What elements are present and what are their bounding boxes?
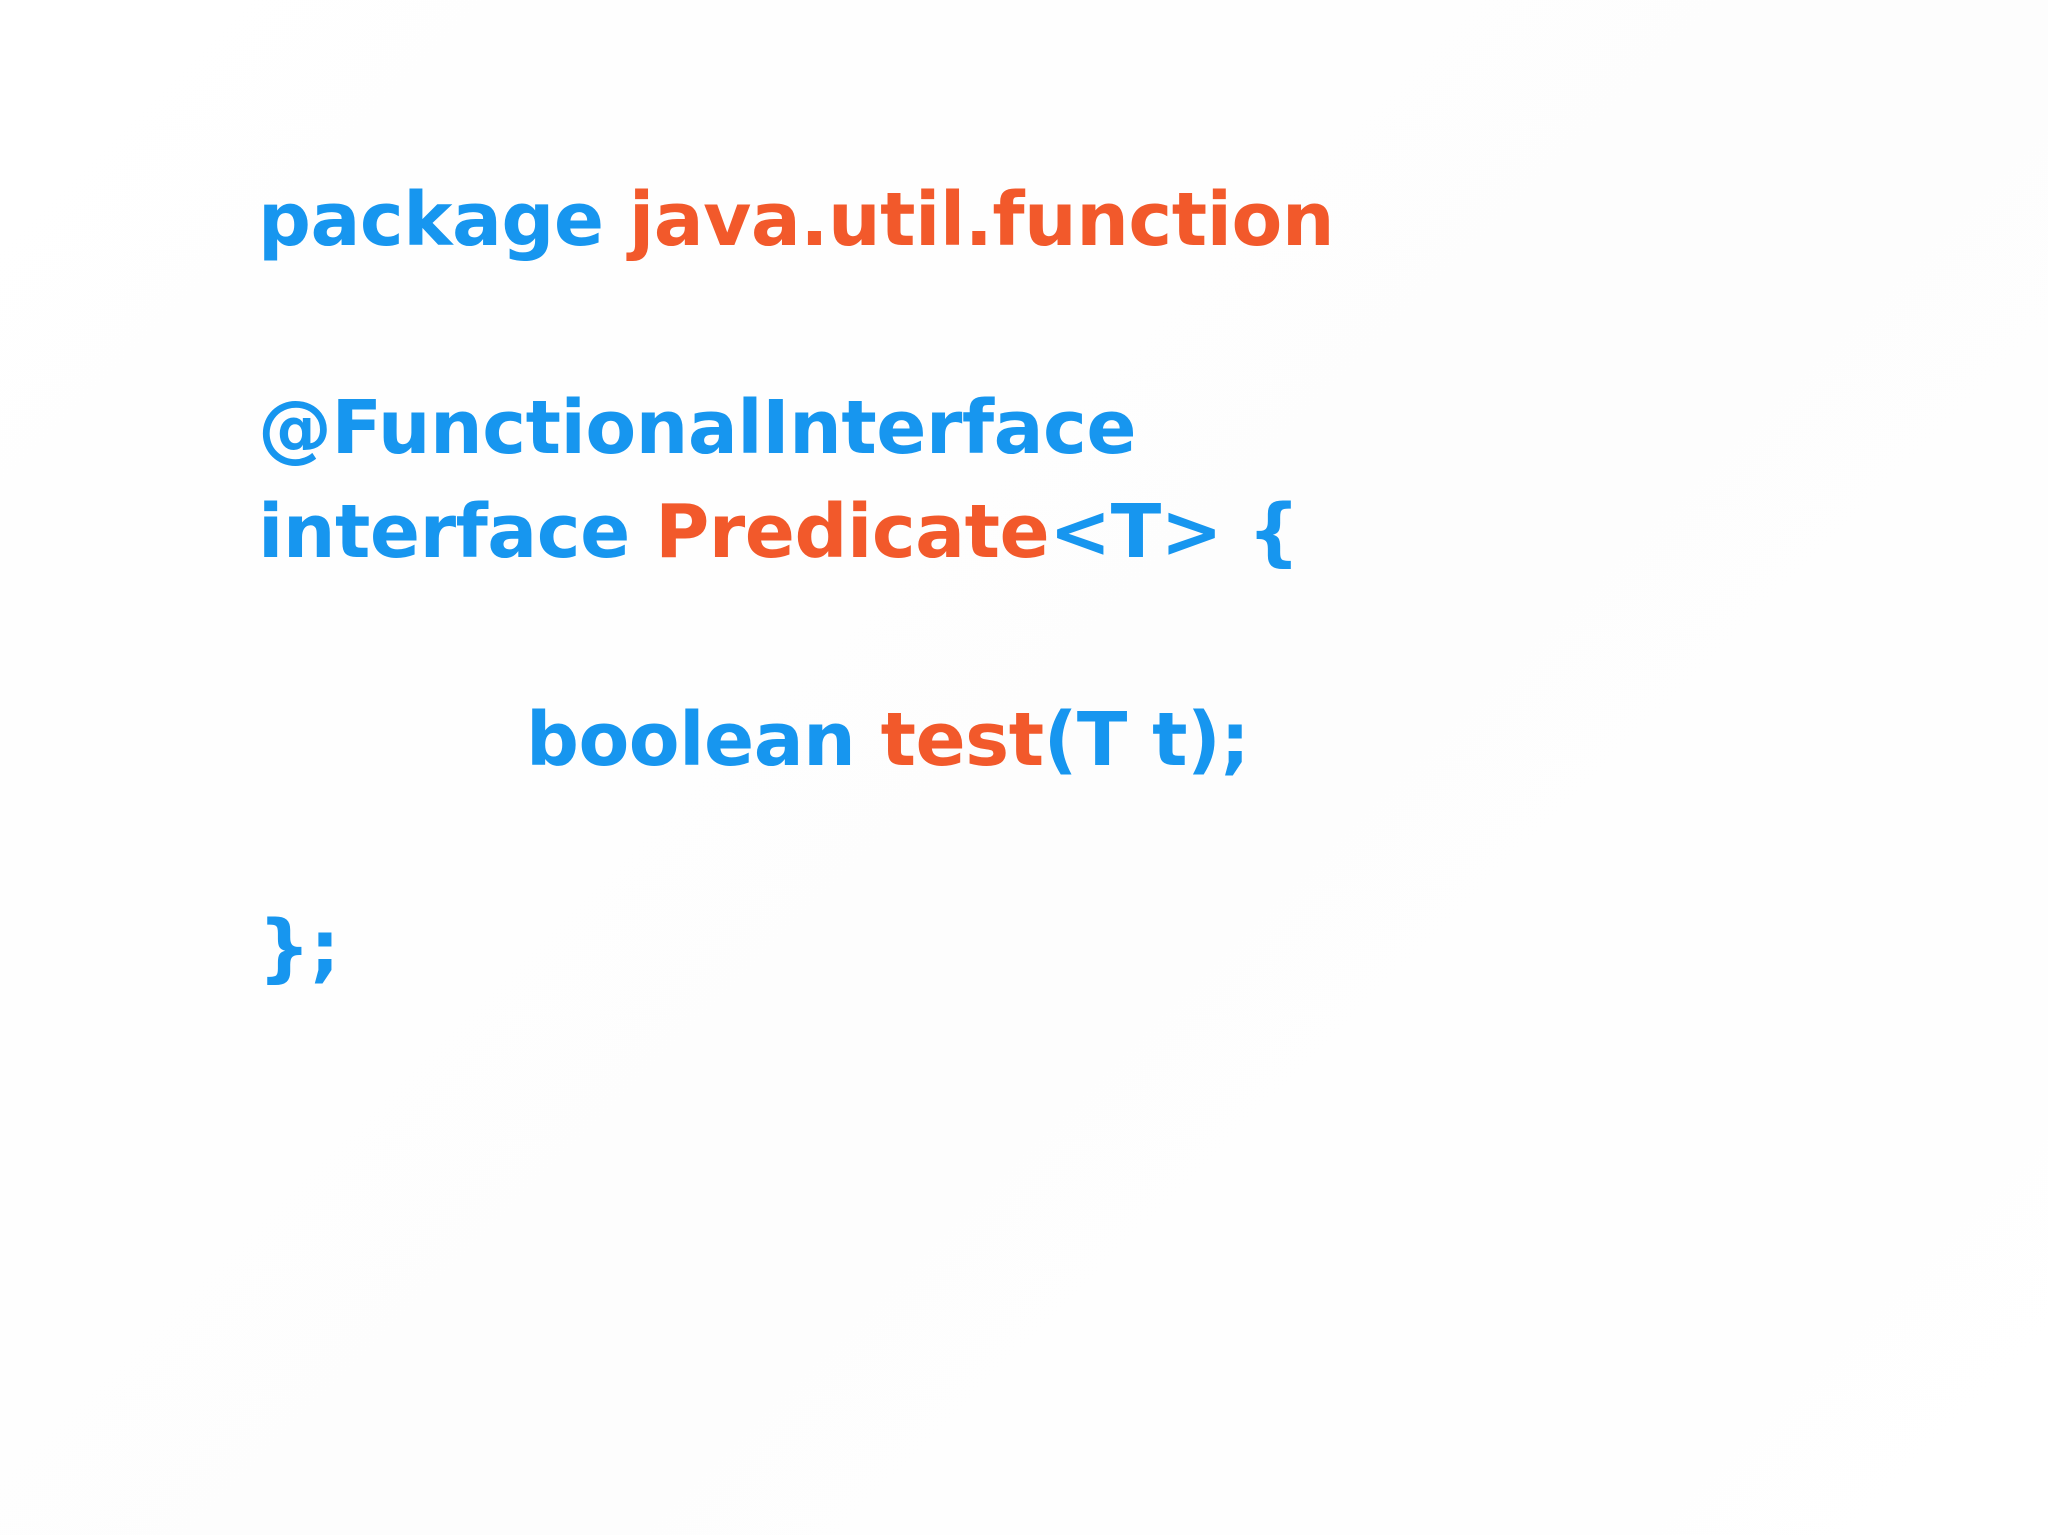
keyword-package: package (258, 177, 604, 263)
method-name-test: test (880, 697, 1044, 783)
interface-name-predicate: Predicate (655, 489, 1050, 575)
code-line-interface-decl: interface Predicate<T> { (258, 480, 1958, 584)
keyword-boolean: boolean (526, 697, 856, 783)
code-line-package: package java.util.function (258, 168, 1958, 272)
code-line-closing-brace: }; (258, 896, 1958, 1000)
generic-param-open-brace: <T> { (1049, 489, 1300, 575)
code-line-blank-1 (258, 272, 1958, 376)
method-signature-params: (T t); (1043, 697, 1250, 783)
keyword-interface: interface (258, 489, 630, 575)
closing-brace-semicolon: }; (258, 905, 340, 991)
code-line-blank-2 (258, 584, 1958, 688)
space-2 (630, 489, 655, 575)
space-3 (855, 697, 880, 783)
package-name: java.util.function (628, 177, 1335, 263)
annotation-functional-interface: @FunctionalInterface (258, 385, 1137, 471)
code-line-blank-3 (258, 792, 1958, 896)
space-1 (604, 177, 629, 263)
code-line-method-test: boolean test(T t); (258, 688, 1958, 792)
code-line-annotation: @FunctionalInterface (258, 376, 1958, 480)
code-block: package java.util.function @FunctionalIn… (258, 168, 1958, 1000)
